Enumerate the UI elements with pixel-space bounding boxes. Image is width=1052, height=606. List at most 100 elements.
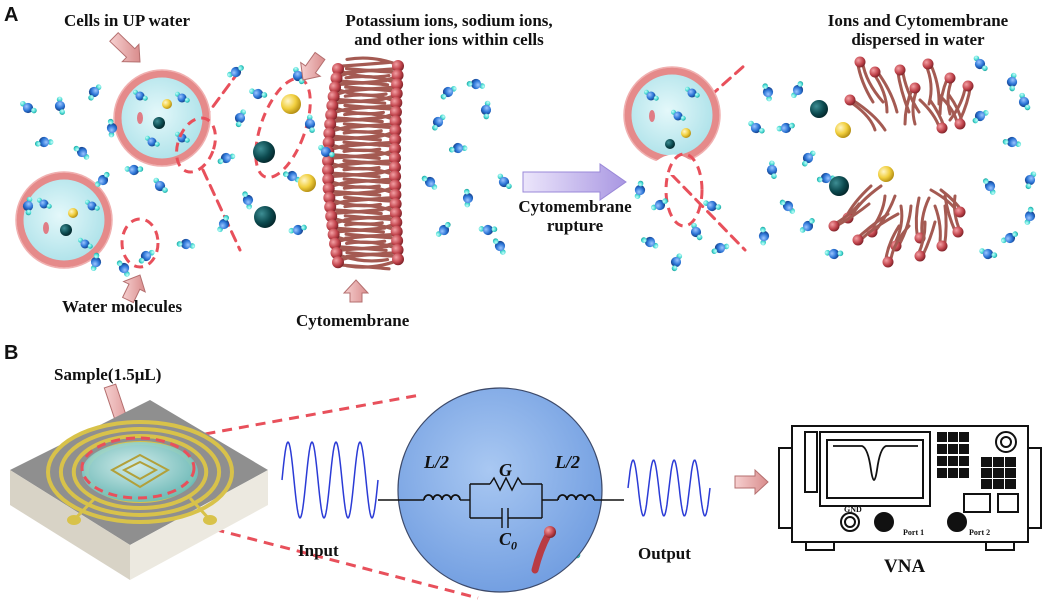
hydrogen-atom — [1009, 85, 1016, 92]
organelle — [137, 112, 143, 124]
oxygen-atom — [140, 250, 152, 262]
hydrogen-atom — [421, 175, 428, 182]
water-molecule — [779, 199, 796, 214]
oxygen-atom — [750, 122, 762, 134]
water-molecule — [242, 191, 254, 210]
water-molecule — [1006, 72, 1018, 92]
hydrogen-atom — [162, 187, 168, 193]
lipid-head — [389, 142, 402, 155]
lipid-head — [882, 256, 894, 268]
water-molecule — [766, 160, 778, 179]
hydrogen-atom — [176, 241, 183, 247]
water-region-outline — [120, 217, 160, 269]
capacitor-label: C0 — [499, 529, 517, 553]
organelle — [649, 110, 655, 122]
vna-instrument — [778, 425, 1042, 551]
hydrogen-atom — [103, 171, 110, 178]
lipid-tail — [341, 60, 391, 68]
inductor-left-label: L/2 — [424, 452, 449, 472]
spiral-trace — [71, 434, 209, 510]
oxygen-atom — [792, 84, 804, 96]
vna-knob-center — [1000, 436, 1012, 448]
wire — [469, 483, 490, 519]
water-molecule — [37, 197, 52, 209]
water-molecule — [478, 224, 498, 236]
hydrogen-atom — [759, 127, 765, 134]
vna-gnd-connector-inner — [844, 516, 856, 528]
oxygen-atom — [88, 86, 100, 98]
capacitor — [490, 508, 542, 528]
potassium-ion — [829, 176, 849, 196]
water-molecule — [217, 215, 230, 233]
oxygen-atom — [286, 170, 298, 182]
oxygen-atom — [820, 172, 832, 184]
hydrogen-atom — [492, 238, 499, 244]
hydrogen-atom — [309, 127, 315, 133]
hydrogen-atom — [506, 183, 512, 189]
sodium-ion — [281, 94, 301, 114]
oxygen-atom — [320, 146, 332, 158]
water-molecule — [711, 242, 730, 255]
spiral-trace — [46, 420, 234, 524]
oxygen-atom — [974, 58, 986, 70]
lipid-head — [869, 66, 881, 78]
lipid-head — [936, 240, 948, 252]
vna-key — [937, 468, 947, 478]
wire — [541, 484, 558, 518]
water-molecule — [1002, 136, 1022, 148]
lipid-head — [392, 253, 404, 266]
water-molecule — [34, 136, 54, 148]
potassium-ion — [153, 117, 165, 129]
panel-a-letter: A — [4, 4, 19, 26]
hydrogen-atom — [837, 250, 844, 257]
panel-b-letter: B — [4, 342, 19, 364]
ions-label: Potassium ions, sodium ions, and other i… — [294, 11, 604, 49]
lipid-head — [323, 191, 336, 204]
hydrogen-atom — [116, 260, 123, 267]
lipid-head — [327, 228, 340, 241]
oxygen-atom — [462, 192, 474, 204]
arrow-shape — [300, 51, 326, 81]
potassium-ion — [60, 224, 72, 236]
hydrogen-atom — [93, 252, 100, 259]
water-molecule — [124, 164, 144, 176]
vna-key — [959, 456, 969, 466]
vna-key — [937, 432, 947, 442]
arrow-shape — [734, 468, 769, 496]
lipid-head — [844, 94, 856, 106]
water-molecule — [217, 152, 236, 165]
electrode-pattern — [109, 453, 171, 489]
oxygen-atom — [22, 200, 34, 212]
water-molecule — [758, 226, 770, 246]
water-molecule — [979, 248, 998, 260]
hydrogen-atom — [760, 239, 767, 246]
vna-key — [948, 444, 958, 454]
lipid-head — [391, 78, 404, 91]
water-molecule — [153, 177, 168, 193]
oxygen-atom — [452, 142, 464, 154]
hydrogen-atom — [797, 81, 804, 87]
hydrogen-atom — [94, 205, 100, 211]
lipid-head — [389, 124, 402, 137]
lipid-tail — [335, 215, 385, 224]
lipid-head — [544, 526, 556, 538]
oxygen-atom — [828, 248, 840, 260]
water-molecule — [22, 196, 34, 216]
oxygen-atom — [424, 176, 436, 188]
dispersed-label-line2: dispersed in water — [851, 29, 985, 49]
lipid — [922, 58, 941, 106]
lipid-tail — [332, 123, 382, 132]
lipid-tail — [333, 116, 383, 123]
hydrogen-atom — [1027, 206, 1034, 213]
lipid — [322, 179, 382, 197]
water-molecule — [466, 78, 486, 90]
hydrogen-atom — [762, 83, 768, 89]
lipid-tail — [331, 142, 381, 151]
hydrogen-atom — [448, 146, 455, 153]
hydrogen-atom — [25, 209, 32, 216]
organelle — [43, 222, 49, 234]
hydrogen-atom — [771, 173, 777, 179]
hydrogen-atom — [776, 125, 783, 132]
oxygen-atom — [802, 152, 814, 164]
lipid-head — [909, 82, 921, 94]
